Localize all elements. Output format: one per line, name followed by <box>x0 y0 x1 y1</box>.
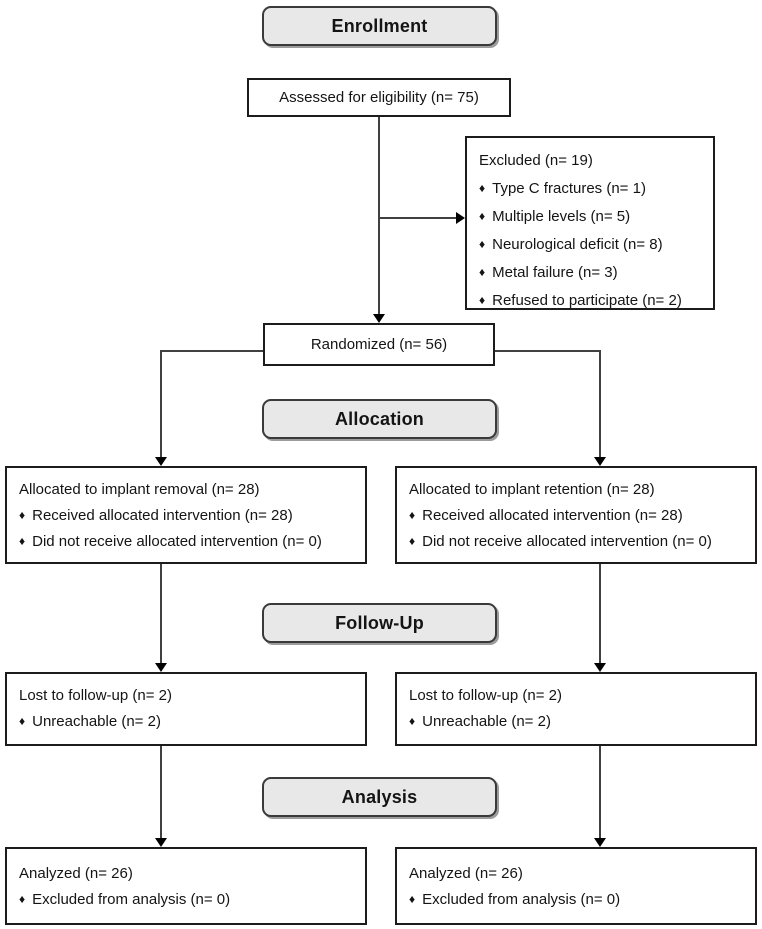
lost-followup-retention-item-text: Unreachable (n= 2) <box>422 713 551 730</box>
diamond-bullet-icon: ♦ <box>409 714 416 728</box>
lost-followup-removal-item-text: Unreachable (n= 2) <box>32 713 161 730</box>
list-item: ♦ Unreachable (n= 2) <box>409 709 743 735</box>
list-item: ♦ Type C fractures (n= 1) <box>479 175 701 203</box>
list-item: ♦ Unreachable (n= 2) <box>19 709 353 735</box>
phase-followup-banner: Follow-Up <box>262 603 497 643</box>
diamond-bullet-icon: ♦ <box>19 892 26 906</box>
arrowhead-down-icon <box>155 838 167 847</box>
phase-enrollment-banner: Enrollment <box>262 6 497 46</box>
connector-lost-to-analyzed-left <box>160 746 162 838</box>
connector-allocated-to-lost-left <box>160 564 162 663</box>
list-item: ♦ Refused to participate (n= 2) <box>479 287 701 315</box>
excluded-item-text: Refused to participate (n= 2) <box>492 292 682 309</box>
allocated-retention-item-text: Did not receive allocated intervention (… <box>422 533 712 550</box>
excluded-box: Excluded (n= 19) ♦ Type C fractures (n= 1… <box>465 136 715 310</box>
lost-followup-removal-title: Lost to follow-up (n= 2) <box>19 687 172 704</box>
diamond-bullet-icon: ♦ <box>479 293 486 307</box>
allocated-removal-item-text: Did not receive allocated intervention (… <box>32 533 322 550</box>
assessed-eligibility-text: Assessed for eligibility (n= 75) <box>279 89 479 106</box>
arrowhead-down-icon <box>155 457 167 466</box>
list-item: ♦ Multiple levels (n= 5) <box>479 203 701 231</box>
phase-allocation-label: Allocation <box>334 408 424 429</box>
diamond-bullet-icon: ♦ <box>409 892 416 906</box>
lost-followup-removal-box: Lost to follow-up (n= 2) ♦ Unreachable (n… <box>5 672 367 746</box>
list-item: ♦ Did not receive allocated intervention … <box>19 529 353 555</box>
connector-branch-to-excluded <box>379 217 456 219</box>
allocated-removal-item-text: Received allocated intervention (n= 28) <box>32 507 293 524</box>
diamond-bullet-icon: ♦ <box>479 265 486 279</box>
excluded-item-text: Type C fractures (n= 1) <box>492 180 646 197</box>
lost-followup-retention-title: Lost to follow-up (n= 2) <box>409 687 562 704</box>
connector-assessed-to-randomized <box>378 117 380 314</box>
analyzed-retention-item-text: Excluded from analysis (n= 0) <box>422 891 621 908</box>
list-item: ♦ Excluded from analysis (n= 0) <box>19 887 353 913</box>
analyzed-removal-title: Analyzed (n= 26) <box>19 865 133 882</box>
phase-allocation-banner: Allocation <box>262 399 497 439</box>
arrowhead-down-icon <box>594 663 606 672</box>
diamond-bullet-icon: ♦ <box>479 209 486 223</box>
allocated-retention-title: Allocated to implant retention (n= 28) <box>409 481 655 498</box>
excluded-item-text: Metal failure (n= 3) <box>492 264 618 281</box>
allocated-removal-title: Allocated to implant removal (n= 28) <box>19 481 260 498</box>
randomized-box: Randomized (n= 56) <box>263 323 495 366</box>
analyzed-retention-title: Analyzed (n= 26) <box>409 865 523 882</box>
excluded-title: Excluded (n= 19) <box>479 152 593 169</box>
connector-randomized-right-horizontal <box>495 350 600 352</box>
connector-randomized-left-vertical <box>160 350 162 457</box>
list-item: ♦ Metal failure (n= 3) <box>479 259 701 287</box>
diamond-bullet-icon: ♦ <box>19 508 26 522</box>
diamond-bullet-icon: ♦ <box>19 534 26 548</box>
diamond-bullet-icon: ♦ <box>409 534 416 548</box>
allocated-retention-item-text: Received allocated intervention (n= 28) <box>422 507 683 524</box>
list-item: ♦ Excluded from analysis (n= 0) <box>409 887 743 913</box>
list-item: ♦ Did not receive allocated intervention … <box>409 529 743 555</box>
connector-allocated-to-lost-right <box>599 564 601 663</box>
phase-enrollment-label: Enrollment <box>331 15 428 36</box>
phase-analysis-label: Analysis <box>341 786 418 807</box>
analyzed-retention-box: Analyzed (n= 26) ♦ Excluded from analysis… <box>395 847 757 925</box>
arrowhead-right-icon <box>456 212 465 224</box>
diamond-bullet-icon: ♦ <box>409 508 416 522</box>
arrowhead-down-icon <box>594 457 606 466</box>
connector-lost-to-analyzed-right <box>599 746 601 838</box>
list-item: ♦ Neurological deficit (n= 8) <box>479 231 701 259</box>
diamond-bullet-icon: ♦ <box>479 237 486 251</box>
list-item: ♦ Received allocated intervention (n= 28) <box>19 503 353 529</box>
allocated-removal-box: Allocated to implant removal (n= 28) ♦ Re… <box>5 466 367 564</box>
randomized-text: Randomized (n= 56) <box>310 336 448 353</box>
connector-randomized-right-vertical <box>599 350 601 457</box>
phase-followup-label: Follow-Up <box>335 612 424 633</box>
diamond-bullet-icon: ♦ <box>19 714 26 728</box>
assessed-eligibility-box: Assessed for eligibility (n= 75) <box>247 78 511 117</box>
excluded-item-text: Multiple levels (n= 5) <box>492 208 631 225</box>
analyzed-removal-item-text: Excluded from analysis (n= 0) <box>32 891 231 908</box>
allocated-retention-box: Allocated to implant retention (n= 28) ♦… <box>395 466 757 564</box>
phase-analysis-banner: Analysis <box>262 777 497 817</box>
list-item: ♦ Received allocated intervention (n= 28) <box>409 503 743 529</box>
connector-randomized-left-horizontal <box>161 350 263 352</box>
analyzed-removal-box: Analyzed (n= 26) ♦ Excluded from analysis… <box>5 847 367 925</box>
diamond-bullet-icon: ♦ <box>479 181 486 195</box>
arrowhead-down-icon <box>155 663 167 672</box>
lost-followup-retention-box: Lost to follow-up (n= 2) ♦ Unreachable (n… <box>395 672 757 746</box>
arrowhead-down-icon <box>373 314 385 323</box>
arrowhead-down-icon <box>594 838 606 847</box>
excluded-item-text: Neurological deficit (n= 8) <box>492 236 663 253</box>
